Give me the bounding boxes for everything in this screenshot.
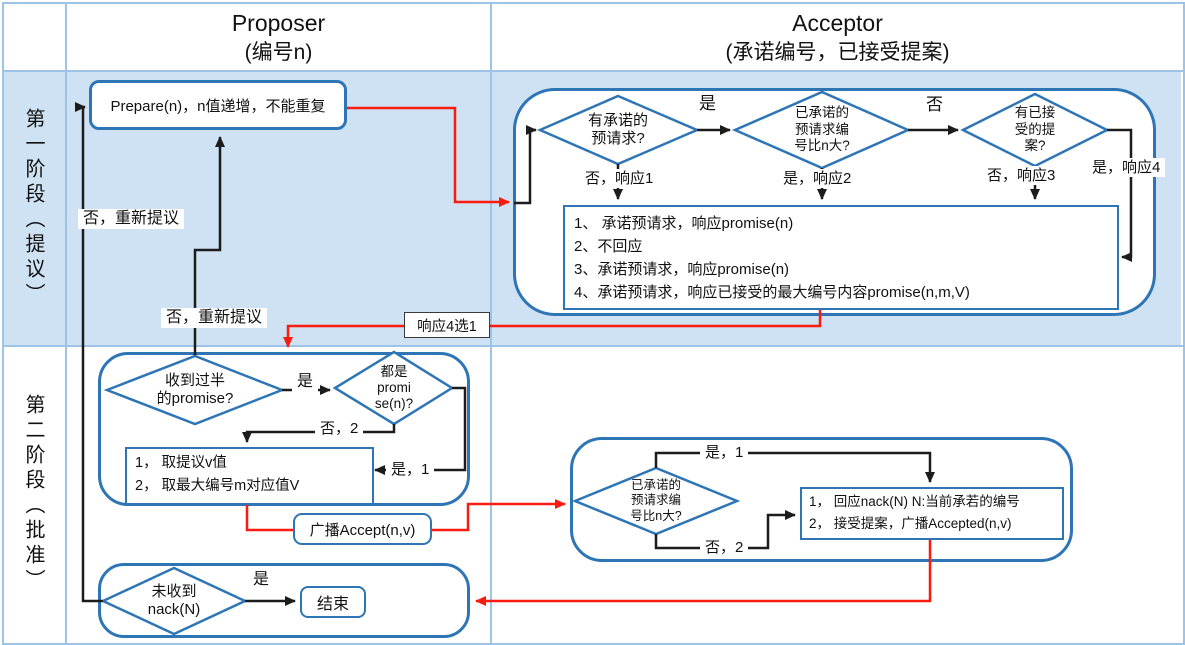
label-yes1-p2acceptor-text: 是，1 [705, 444, 744, 461]
label-repropose-2-text: 否，重新提议 [166, 309, 263, 326]
diamond-text-majority-span: 收到过半 的promise? [156, 371, 234, 407]
label-yes-p1-text: 是 [699, 94, 716, 113]
label-resp1: 否，响应1 [580, 169, 659, 189]
label-yes-majority-text: 是 [297, 373, 314, 390]
grid-hline-header [2, 70, 1183, 72]
response-line-1: 1、 承诺预请求，响应promise(n) [574, 215, 794, 232]
label-yes-nonack: 是 [248, 570, 275, 591]
diamond-text-all-promise: 都是 promi se(n)? [354, 361, 434, 415]
label-no2-p2acceptor-text: 否，2 [705, 539, 744, 556]
diamond-text-majority: 收到过半 的promise? [128, 371, 262, 409]
label-resp1-text: 否，响应1 [585, 170, 654, 187]
acceptor-title: Acceptor [792, 10, 883, 36]
label-resp4: 是，响应4 [1087, 158, 1166, 178]
label-yes-majority: 是 [292, 372, 319, 393]
resp4-pick1-label: 响应4选1 [404, 312, 490, 338]
diamond-text-has-accepted: 有已接 受的提 案? [990, 103, 1080, 157]
diamond-text-has-promise-span: 有承诺的 预请求? [587, 111, 648, 147]
label-resp2: 是，响应2 [778, 169, 857, 189]
nack-accept-line-2: 2， 接受提案，广播Accepted(n,v) [809, 516, 1012, 531]
nack-accept-box: 1， 回应nack(N) N:当前承若的编号 2， 接受提案，广播Accepte… [800, 487, 1064, 540]
end-box: 结束 [300, 586, 366, 618]
diamond-text-has-promise: 有承诺的 预请求? [558, 110, 678, 150]
diamond-text-promised-greater-p1-span: 已承诺的 预请求编 号比n大? [794, 105, 850, 154]
label-yes1-p2proposer-text: 是，1 [391, 461, 430, 478]
proposer-title: Proposer [231, 10, 326, 36]
diamond-text-all-promise-span: 都是 promi se(n)? [374, 364, 414, 411]
label-yes1-p2acceptor: 是，1 [700, 443, 749, 463]
label-resp3: 否，响应3 [982, 166, 1061, 186]
acceptor-subtitle: (承诺编号，已接受提案) [725, 41, 950, 65]
diamond-text-promised-greater-p2: 已承诺的 预请求编 号比n大? [606, 477, 706, 525]
diamond-text-has-accepted-span: 有已接 受的提 案? [1014, 105, 1056, 154]
label-resp2-text: 是，响应2 [783, 170, 852, 187]
take-value-line-1: 1， 取提议v值 [135, 455, 227, 471]
label-resp4-text: 是，响应4 [1092, 159, 1161, 176]
resp4-pick1-text: 响应4选1 [417, 318, 477, 335]
diamond-text-no-nack-span: 未收到 nack(N) [147, 582, 201, 618]
diamond-text-promised-greater-p2-span: 已承诺的 预请求编 号比n大? [630, 478, 682, 523]
acceptor-responses-box: 1、 承诺预请求，响应promise(n) 2、不回应 3、承诺预请求，响应pr… [563, 205, 1119, 310]
acceptor-column-header: Acceptor (承诺编号，已接受提案) [492, 8, 1183, 67]
diamond-text-promised-greater-p1: 已承诺的 预请求编 号比n大? [772, 103, 872, 157]
take-value-box: 1， 取提议v值 2， 取最大编号m对应值V [125, 447, 374, 505]
response-line-3: 3、承诺预请求，响应promise(n) [574, 261, 790, 278]
label-yes-p1: 是 [694, 93, 721, 115]
label-yes1-p2proposer: 是，1 [386, 460, 435, 480]
label-yes-nonack-text: 是 [253, 571, 270, 588]
broadcast-accept-text: 广播Accept(n,v) [309, 521, 416, 539]
response-line-2: 2、不回应 [574, 238, 643, 255]
label-repropose-1-text: 否，重新提议 [83, 210, 180, 227]
label-no2-p2proposer-text: 否，2 [320, 420, 359, 437]
diamond-text-no-nack: 未收到 nack(N) [124, 582, 224, 620]
proposer-subtitle: (编号n) [244, 41, 313, 65]
label-no2-p2proposer: 否，2 [315, 419, 364, 439]
label-repropose-1: 否，重新提议 [78, 209, 185, 230]
take-value-line-2: 2， 取最大编号m对应值V [135, 478, 300, 494]
label-no-p1: 否 [921, 94, 948, 116]
label-no2-p2acceptor: 否，2 [700, 538, 749, 558]
grid-vline-proposer-acceptor [490, 2, 492, 643]
response-line-4: 4、承诺预请求，响应已接受的最大编号内容promise(n,m,V) [574, 284, 970, 301]
proposer-column-header: Proposer (编号n) [67, 8, 490, 67]
prepare-box-text: Prepare(n)，n值递增，不能重复 [110, 97, 326, 115]
end-box-text: 结束 [316, 596, 349, 613]
label-no-p1-text: 否 [926, 95, 943, 114]
grid-vline-phase-col [65, 2, 67, 643]
phase1-row-label: 第一阶段（提议） [2, 72, 65, 344]
phase2-row-label-text: 第二阶段（批准） [22, 394, 44, 594]
prepare-box: Prepare(n)，n值递增，不能重复 [89, 80, 347, 130]
label-repropose-2: 否，重新提议 [161, 308, 268, 329]
phase2-row-label: 第二阶段（批准） [2, 347, 65, 641]
label-resp3-text: 否，响应3 [987, 167, 1056, 184]
grid-hline-phase-split [2, 345, 1183, 347]
nack-accept-line-1: 1， 回应nack(N) N:当前承若的编号 [809, 494, 1020, 509]
phase1-row-label-text: 第一阶段（提议） [22, 108, 44, 308]
broadcast-accept-label: 广播Accept(n,v) [293, 513, 432, 545]
